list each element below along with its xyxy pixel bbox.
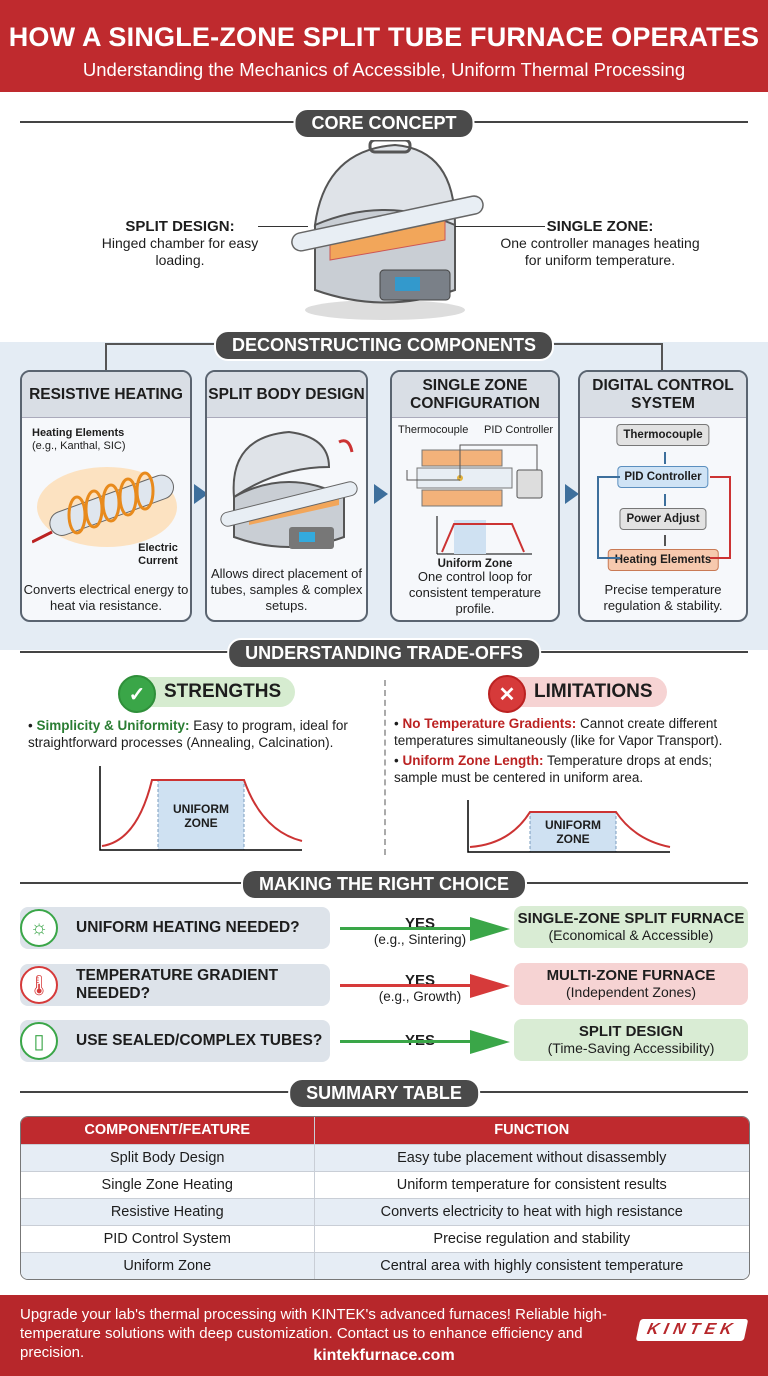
limitations-uniform-zone-chart (467, 800, 671, 853)
callout-text: Hinged chamber for easy loading. (101, 235, 259, 268)
sun-icon: ☼ (20, 909, 58, 947)
card-title: SPLIT BODY DESIGN (207, 372, 366, 418)
choice-result: SINGLE-ZONE SPLIT FURNACE(Economical & A… (514, 906, 748, 948)
header-banner: HOW A SINGLE-ZONE SPLIT TUBE FURNACE OPE… (0, 0, 768, 92)
column-header: FUNCTION (314, 1117, 749, 1144)
flow-arrow-icon (565, 484, 579, 504)
limitation-item: • No Temperature Gradients: Cannot creat… (394, 716, 723, 748)
page-subtitle: Understanding the Mechanics of Accessibl… (82, 59, 686, 80)
callout-title: SINGLE ZONE: (546, 218, 654, 235)
thermometer-icon: 🌡 (20, 966, 58, 1004)
section-pill-choice: MAKING THE RIGHT CHOICE (241, 869, 527, 900)
section-pill-components: DECONSTRUCTING COMPONENTS (213, 330, 555, 361)
card-digital-control-system: DIGITAL CONTROL SYSTEM Thermocouple PID … (578, 370, 748, 622)
table-cell: Split Body Design (21, 1143, 315, 1171)
strengths-uniform-zone-chart (99, 766, 303, 851)
section-pill-summary: SUMMARY TABLE (288, 1078, 480, 1109)
limitation-item: • Uniform Zone Length: Temperature drops… (394, 753, 713, 785)
furnace-illustration (291, 140, 484, 320)
card-resistive-heating: RESISTIVE HEATING Heating Elements(e.g.,… (20, 370, 192, 622)
uniform-zone-label: Uniform Zone (437, 558, 513, 570)
limitations-badge: ✕ LIMITATIONS (488, 675, 667, 713)
choice-question: UNIFORM HEATING NEEDED? (20, 907, 330, 949)
flow-arrow-icon (194, 484, 208, 504)
choice-row-sealed-tubes: USE SEALED/COMPLEX TUBES? ▯ YES SPLIT DE… (20, 1019, 748, 1063)
footer-banner: Upgrade your lab's thermal processing wi… (0, 1295, 768, 1376)
table-cell: PID Control System (21, 1224, 315, 1252)
connector-line (340, 1040, 470, 1043)
thermocouple-label: Thermocouple (398, 424, 469, 436)
divider (384, 680, 386, 855)
card-title: DIGITAL CONTROL SYSTEM (580, 372, 746, 418)
x-icon: ✕ (488, 675, 526, 713)
electric-current-label: Electric Current (138, 542, 178, 567)
callout-text: One controller manages heating for unifo… (500, 235, 700, 268)
single-zone-diagram (406, 444, 543, 555)
control-loop-arrows (597, 452, 731, 559)
table-cell: Single Zone Heating (21, 1170, 315, 1198)
card-description: One control loop for consistent temperat… (408, 569, 542, 616)
sealed-jar-icon: ▯ (20, 1022, 58, 1060)
choice-result: MULTI-ZONE FURNACE(Independent Zones) (514, 963, 748, 1005)
connector-line (340, 927, 470, 930)
single-zone-callout: SINGLE ZONE:One controller manages heati… (495, 218, 705, 269)
column-header: COMPONENT/FEATURE (21, 1117, 315, 1144)
table-cell: Resistive Heating (21, 1197, 315, 1225)
split-design-callout: SPLIT DESIGN:Hinged chamber for easy loa… (100, 218, 260, 269)
flow-arrow-icon (374, 484, 388, 504)
callout-title: SPLIT DESIGN: (125, 218, 235, 235)
connector-line (340, 984, 470, 987)
step-power-adjust: Power Adjust (619, 508, 707, 530)
choice-result: SPLIT DESIGN(Time-Saving Accessibility) (514, 1019, 748, 1061)
limitations-list: • No Temperature Gradients: Cannot creat… (394, 715, 758, 786)
arrow-right-icon (470, 974, 510, 998)
check-icon: ✓ (118, 675, 156, 713)
callout-line (258, 226, 308, 227)
footer-text: Upgrade your lab's thermal processing wi… (20, 1306, 607, 1361)
step-pid-controller: PID Controller (617, 466, 709, 488)
choice-row-uniform-heating: UNIFORM HEATING NEEDED? ☼ YES(e.g., Sint… (20, 906, 748, 950)
choice-row-temperature-gradient: TEMPERATURE GRADIENT NEEDED? 🌡 YES(e.g.,… (20, 963, 748, 1007)
choice-question: USE SEALED/COMPLEX TUBES? (20, 1020, 330, 1062)
card-title: SINGLE ZONE CONFIGURATION (392, 372, 558, 418)
heating-elements-label: Heating Elements(e.g., Kanthal, SIC) (32, 427, 126, 452)
strengths-badge: ✓ STRENGTHS (118, 675, 296, 713)
kintek-logo: KINTEK (635, 1319, 749, 1341)
card-title: RESISTIVE HEATING (22, 372, 190, 418)
arrow-right-icon (470, 1030, 510, 1054)
strength-item: • Simplicity & Uniformity: Easy to progr… (28, 718, 348, 750)
table-cell: Central area with highly consistent temp… (314, 1251, 749, 1279)
section-pill-core-concept: CORE CONCEPT (293, 108, 475, 139)
table-cell: Precise regulation and stability (314, 1224, 749, 1252)
card-split-body-design: SPLIT BODY DESIGN Allows direct placemen… (205, 370, 368, 622)
card-description: Allows direct placement of tubes, sample… (210, 566, 363, 613)
section-pill-tradeoffs: UNDERSTANDING TRADE-OFFS (227, 638, 541, 669)
step-heating-elements: Heating Elements (607, 549, 719, 571)
choice-question: TEMPERATURE GRADIENT NEEDED? (20, 964, 330, 1006)
card-description: Converts electrical energy to heat via r… (23, 582, 189, 613)
heating-coil-icon (32, 467, 177, 547)
table-cell: Easy tube placement without disassembly (314, 1143, 749, 1171)
card-single-zone-configuration: SINGLE ZONE CONFIGURATION Thermocouple P… (390, 370, 560, 622)
table-cell: Uniform temperature for consistent resul… (314, 1170, 749, 1198)
uniform-zone-label: UNIFORM ZONE (173, 802, 229, 830)
table-cell: Uniform Zone (21, 1251, 315, 1279)
footer-link[interactable]: kintekfurnace.com (313, 1347, 455, 1364)
table-cell: Converts electricity to heat with high r… (314, 1197, 749, 1225)
split-furnace-icon (220, 430, 358, 549)
card-description: Precise temperature regulation & stabili… (603, 582, 723, 613)
step-thermocouple: Thermocouple (616, 424, 710, 446)
uniform-zone-label: UNIFORM ZONE (545, 818, 601, 846)
callout-line (455, 226, 545, 227)
page-title: HOW A SINGLE-ZONE SPLIT TUBE FURNACE OPE… (8, 22, 760, 52)
arrow-right-icon (470, 917, 510, 941)
pid-controller-label: PID Controller (484, 424, 554, 436)
